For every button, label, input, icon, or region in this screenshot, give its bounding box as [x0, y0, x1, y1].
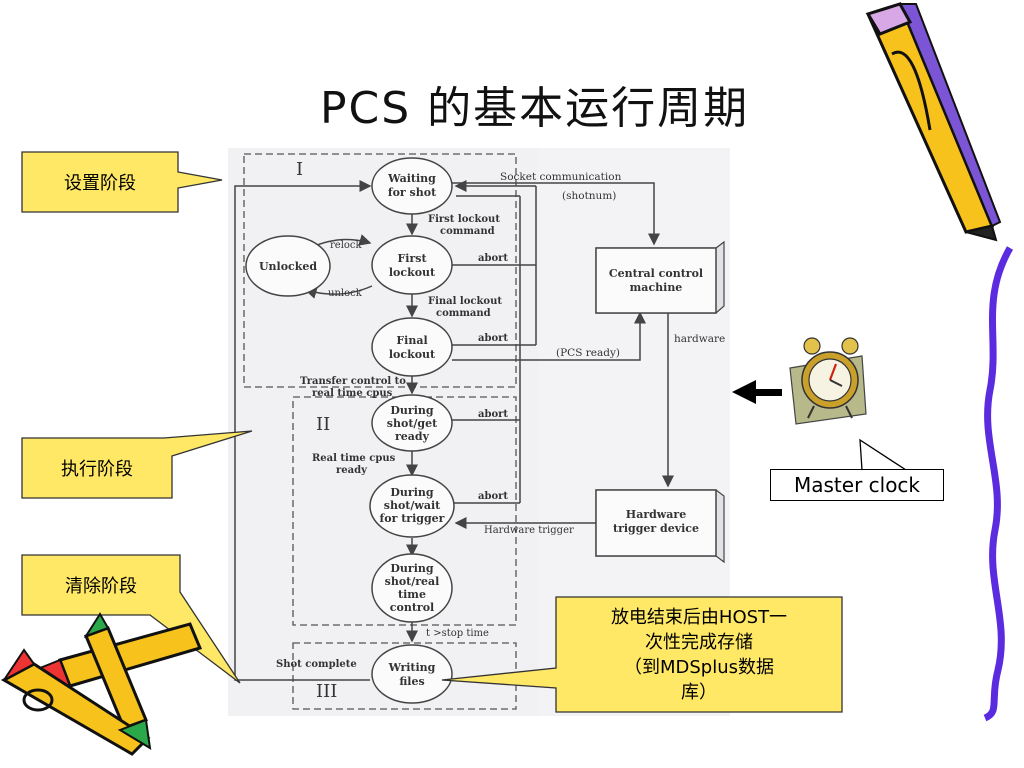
svg-text:Hardware: Hardware	[626, 508, 686, 521]
node-during-shot-wait-for-trigger: During shot/wait for trigger	[369, 474, 455, 538]
master-clock-label: Master clock	[770, 469, 944, 501]
svg-text:lockout: lockout	[389, 266, 436, 279]
label-shot-complete: Shot complete	[276, 659, 357, 670]
label-final-lockout-command: Final lockout	[428, 296, 502, 307]
label-abort-1: abort	[478, 253, 508, 264]
note-line-3: （到MDSplus数据	[623, 657, 775, 678]
svg-text:trigger device: trigger device	[613, 522, 699, 535]
svg-text:command: command	[436, 308, 491, 319]
svg-text:machine: machine	[630, 281, 683, 294]
pencil-icon	[865, 2, 1002, 242]
callout-setup-phase: 设置阶段	[64, 173, 136, 194]
callout-setup-shape	[21, 151, 223, 213]
phase-one-box	[243, 153, 517, 388]
note-shape	[441, 596, 843, 713]
storage-note: 放电结束后由HOST一 次性完成存储 （到MDSplus数据 库）	[556, 598, 842, 712]
node-first-lockout: First lockout	[371, 235, 453, 295]
node-during-shot-real-time-control: During shot/real time control	[371, 553, 453, 623]
svg-text:Unlocked: Unlocked	[259, 260, 317, 273]
label-abort-2: abort	[478, 333, 508, 344]
node-central-control-machine: Central control machine	[595, 240, 725, 314]
wavy-line-icon	[983, 246, 1014, 722]
svg-text:ready: ready	[336, 465, 368, 476]
node-waiting-for-shot: Waiting for shot	[371, 157, 453, 215]
svg-text:command: command	[440, 226, 495, 237]
svg-text:During: During	[390, 486, 434, 499]
label-unlock: unlock	[328, 288, 363, 299]
svg-text:During: During	[390, 404, 434, 417]
svg-text:Central control: Central control	[609, 267, 703, 280]
svg-text:First: First	[397, 252, 427, 265]
svg-text:real time cpus: real time cpus	[312, 388, 393, 399]
svg-text:control: control	[390, 601, 434, 614]
label-hardware: hardware	[674, 333, 725, 345]
label-hardware-trigger: Hardware trigger	[484, 525, 574, 536]
svg-text:During: During	[390, 562, 434, 575]
crayons-icon	[0, 612, 203, 756]
label-first-lockout-command: First lockout	[428, 214, 500, 225]
svg-text:files: files	[399, 675, 424, 688]
note-line-2: 次性完成存储	[645, 632, 753, 653]
svg-text:time: time	[398, 588, 426, 601]
phase-three-label: III	[316, 681, 337, 702]
alarm-clock-icon	[789, 337, 867, 425]
note-line-1: 放电结束后由HOST一	[610, 607, 788, 628]
callout-clear-shape	[21, 554, 241, 684]
node-during-shot-get-ready: During shot/get ready	[371, 394, 453, 452]
svg-text:Writing: Writing	[388, 661, 436, 674]
arrow-left-icon	[732, 380, 782, 404]
callout-execute-phase: 执行阶段	[61, 459, 133, 480]
note-line-4: 库）	[681, 682, 717, 703]
callout-execute-shape	[21, 430, 253, 499]
phase-one-label: I	[296, 159, 303, 180]
svg-text:lockout: lockout	[389, 348, 436, 361]
label-pcs-ready: (PCS ready)	[556, 347, 620, 359]
label-stop-time: t >stop time	[426, 628, 489, 639]
phase-two-label: II	[316, 414, 330, 435]
node-hardware-trigger-device: Hardware trigger device	[595, 489, 725, 564]
label-abort-3: abort	[478, 409, 508, 420]
svg-text:for shot: for shot	[388, 186, 437, 199]
label-shotnum: (shotnum)	[562, 190, 616, 202]
label-real-time-cpus-ready: Real time cpus	[312, 453, 396, 464]
svg-text:Waiting: Waiting	[387, 172, 436, 185]
svg-text:shot/wait: shot/wait	[384, 499, 441, 512]
svg-text:ready: ready	[395, 430, 430, 443]
svg-text:for trigger: for trigger	[380, 512, 445, 525]
svg-text:shot/real: shot/real	[385, 575, 440, 588]
node-unlocked: Unlocked	[245, 235, 331, 297]
page-title: PCS 的基本运行周期	[320, 83, 750, 134]
svg-text:Final: Final	[396, 334, 427, 347]
node-writing-files: Writing files	[371, 644, 453, 704]
node-final-lockout: Final lockout	[371, 317, 453, 377]
label-socket: Socket communication	[500, 171, 622, 183]
label-relock: relock	[330, 240, 363, 251]
svg-text:shot/get: shot/get	[387, 417, 438, 430]
callout-clear-phase: 清除阶段	[65, 576, 137, 597]
master-clock-tail	[859, 438, 909, 471]
label-abort-4: abort	[478, 491, 508, 502]
label-transfer-control: Transfer control to	[300, 376, 406, 387]
